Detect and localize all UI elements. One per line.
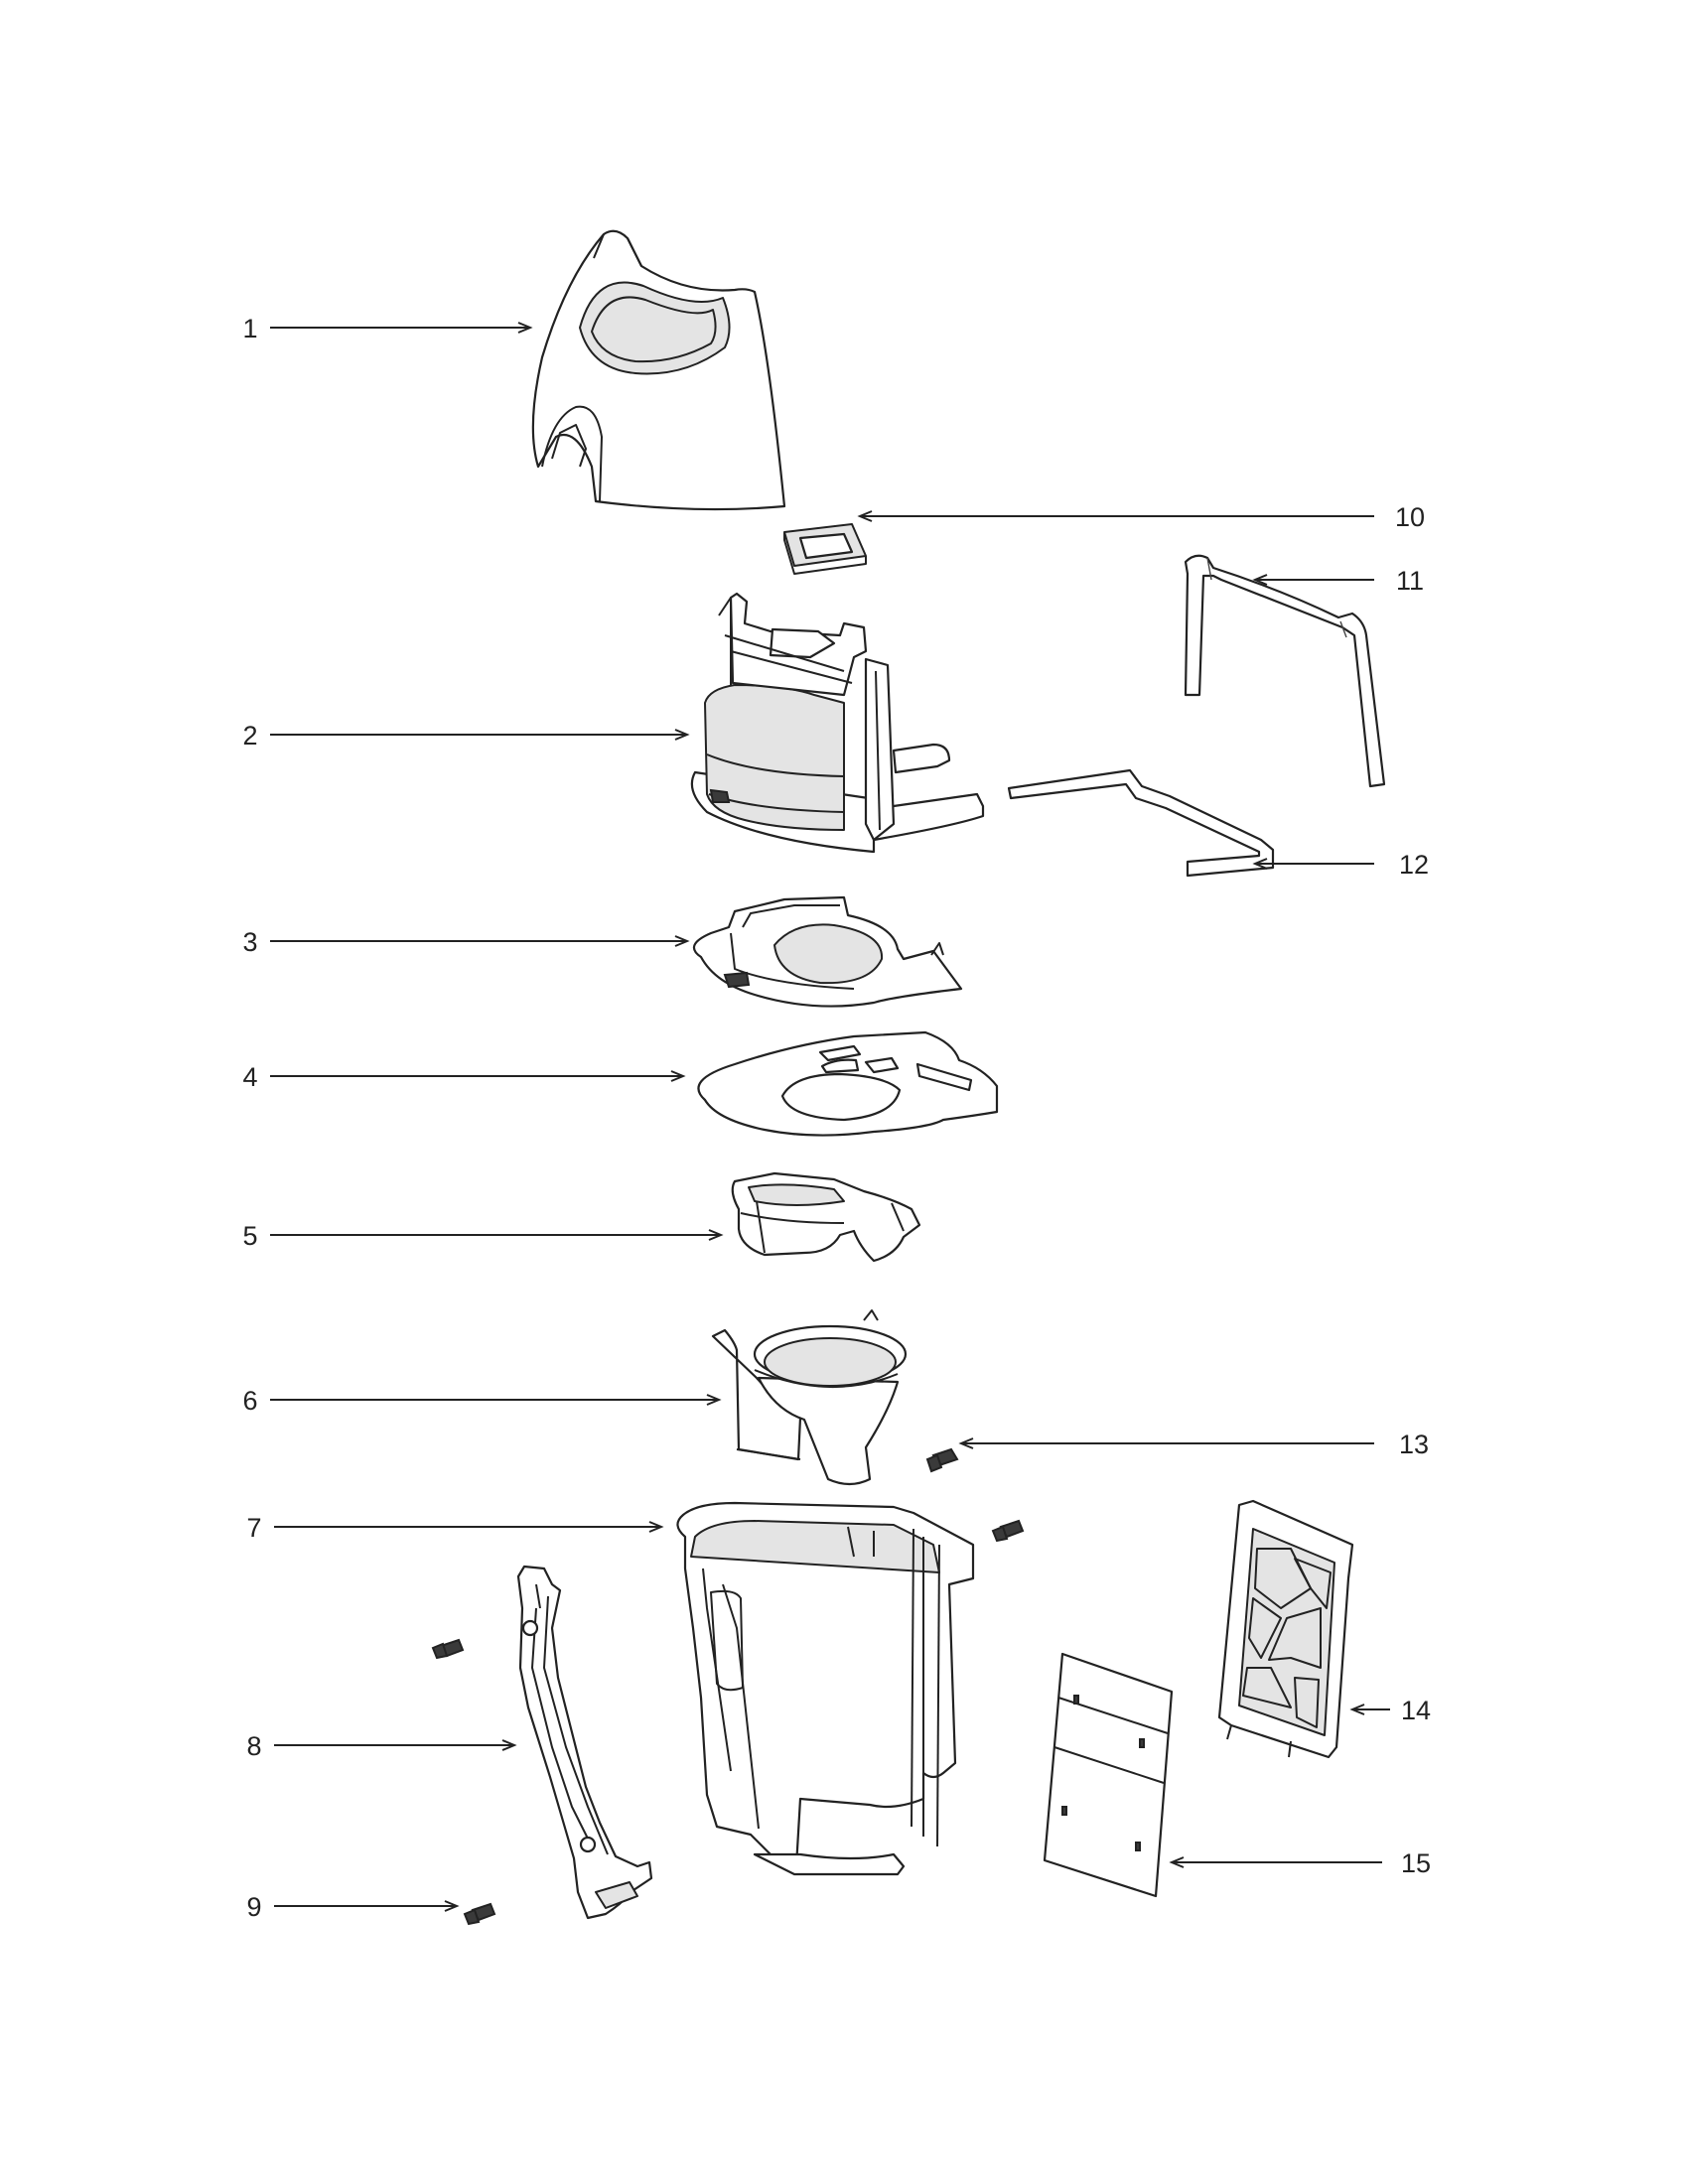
callout-number: 4 [242, 1062, 257, 1092]
callout-number: 6 [242, 1386, 257, 1416]
part-square-gasket [783, 523, 867, 575]
part-screw-13 [925, 1447, 959, 1473]
part-main-body-housing [676, 1501, 975, 1876]
callout-number: 1 [242, 314, 257, 343]
callout-14: 14 [1349, 1696, 1431, 1725]
part-screw-handle [431, 1638, 465, 1660]
part-heater-plate-base [692, 895, 963, 1008]
callout-1: 1 [242, 314, 533, 343]
callout-number: 9 [246, 1892, 261, 1922]
callout-number: 11 [1396, 566, 1424, 596]
part-u-shaped-rod [1184, 554, 1386, 788]
callout-number: 8 [246, 1731, 261, 1761]
callout-13: 13 [958, 1430, 1429, 1459]
part-back-grille-panel [1217, 1499, 1354, 1759]
part-filter-basket-funnel [711, 1309, 908, 1486]
callout-9: 9 [246, 1892, 460, 1922]
callout-number: 7 [246, 1513, 261, 1543]
callout-5: 5 [242, 1221, 724, 1251]
callout-number: 14 [1401, 1696, 1431, 1725]
part-bottom-screw [463, 1902, 496, 1926]
callout-2: 2 [242, 721, 690, 751]
callout-number: 3 [242, 927, 257, 957]
callout-number: 10 [1395, 502, 1425, 532]
callout-3: 3 [242, 927, 690, 957]
callout-7: 7 [246, 1513, 664, 1543]
callout-6: 6 [242, 1386, 722, 1416]
part-rear-cover-plate [1043, 1652, 1174, 1898]
callout-15: 15 [1169, 1848, 1431, 1878]
callout-4: 4 [242, 1062, 686, 1092]
callout-11: 11 [1252, 566, 1424, 596]
callout-12: 12 [1252, 850, 1429, 880]
part-side-handle-bracket [516, 1565, 653, 1920]
part-screw-body [991, 1519, 1025, 1543]
callout-number: 15 [1401, 1848, 1431, 1878]
part-filter-holder-cup [731, 1171, 921, 1263]
callout-number: 2 [242, 721, 257, 751]
part-top-cover [531, 229, 786, 511]
callout-10: 10 [857, 502, 1425, 532]
callout-8: 8 [246, 1731, 517, 1761]
part-water-reservoir-housing [690, 592, 985, 854]
callout-number: 13 [1399, 1430, 1429, 1459]
callout-number: 12 [1399, 850, 1429, 880]
part-base-gasket-plate [697, 1030, 999, 1137]
callout-number: 5 [242, 1221, 257, 1251]
part-bent-wire-rod [1007, 768, 1275, 878]
